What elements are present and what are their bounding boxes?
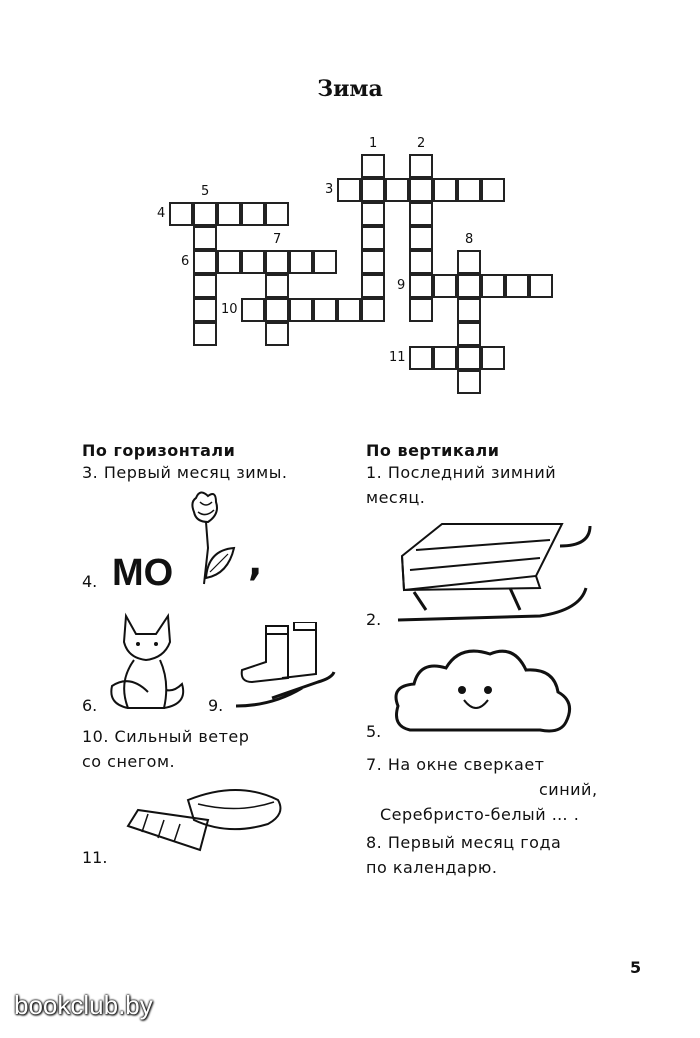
scarf-picture [126, 789, 282, 852]
crossword-cell[interactable] [409, 274, 433, 298]
clue-10-line-2: со снегом. [82, 752, 176, 771]
clue-6-number: 6. [82, 696, 98, 715]
page-title: Зима [317, 76, 383, 102]
down-heading: По вертикали [366, 441, 500, 460]
crossword-cell[interactable] [409, 346, 433, 370]
crossword-cell[interactable] [337, 178, 361, 202]
crossword-cell[interactable] [361, 154, 385, 178]
crossword-cell[interactable] [265, 322, 289, 346]
crossword-cell[interactable] [193, 250, 217, 274]
crossword-cell[interactable] [457, 250, 481, 274]
clue-4-comma: , [248, 540, 263, 584]
clue-2-number: 2. [366, 610, 382, 629]
crossword-cell[interactable] [409, 298, 433, 322]
crossword-cell[interactable] [193, 274, 217, 298]
clue-number-11: 11 [389, 350, 406, 365]
crossword-cell[interactable] [313, 298, 337, 322]
crossword-cell[interactable] [193, 202, 217, 226]
crossword-cell[interactable] [385, 178, 409, 202]
crossword-cell[interactable] [193, 298, 217, 322]
crossword-cell[interactable] [289, 298, 313, 322]
crossword-cell[interactable] [457, 322, 481, 346]
crossword-cell[interactable] [433, 274, 457, 298]
page-number: 5 [630, 958, 642, 977]
crossword-cell[interactable] [433, 346, 457, 370]
crossword-cell[interactable] [409, 178, 433, 202]
crossword-cell[interactable] [361, 202, 385, 226]
clue-4-number: 4. [82, 572, 98, 591]
clue-5-number: 5. [366, 722, 382, 741]
crossword-cell[interactable] [313, 250, 337, 274]
crossword-cell[interactable] [457, 178, 481, 202]
clue-number-4: 4 [157, 206, 166, 221]
crossword-cell[interactable] [361, 250, 385, 274]
crossword-cell[interactable] [481, 274, 505, 298]
crossword-cell[interactable] [457, 298, 481, 322]
clue-number-7: 7 [273, 232, 282, 247]
clue-number-3: 3 [325, 182, 334, 197]
fox-picture [110, 612, 185, 709]
crossword-cell[interactable] [409, 226, 433, 250]
clue-8-line-2: по календарю. [366, 858, 498, 877]
clue-1-line-2: месяц. [366, 488, 426, 507]
clue-8-line-1: 8. Первый месяц года [366, 833, 562, 852]
crossword-cell[interactable] [265, 274, 289, 298]
crossword-cell[interactable] [409, 202, 433, 226]
clue-9-number: 9. [208, 696, 224, 715]
crossword-cell[interactable] [409, 154, 433, 178]
crossword-cell[interactable] [265, 298, 289, 322]
crossword-grid: 1 2 3 4 5 6 7 8 9 10 11 [0, 0, 700, 420]
across-heading: По горизонтали [82, 441, 236, 460]
crossword-cell[interactable] [529, 274, 553, 298]
crossword-cell[interactable] [361, 178, 385, 202]
crossword-cell[interactable] [241, 202, 265, 226]
crossword-cell[interactable] [433, 178, 457, 202]
clue-11-number: 11. [82, 848, 108, 867]
crossword-cell[interactable] [241, 250, 265, 274]
crossword-cell[interactable] [481, 346, 505, 370]
clue-7-line-1: 7. На окне сверкает [366, 755, 545, 774]
crossword-cell[interactable] [409, 250, 433, 274]
crossword-cell[interactable] [265, 202, 289, 226]
crossword-cell[interactable] [457, 274, 481, 298]
crossword-cell[interactable] [505, 274, 529, 298]
crossword-cell[interactable] [193, 226, 217, 250]
crossword-cell[interactable] [289, 250, 313, 274]
sled-picture [397, 523, 592, 622]
crossword-cell[interactable] [481, 178, 505, 202]
clue-number-5: 5 [201, 184, 210, 199]
crossword-cell[interactable] [169, 202, 193, 226]
crossword-cell[interactable] [361, 226, 385, 250]
clue-number-10: 10 [221, 302, 238, 317]
crossword-cell[interactable] [217, 250, 241, 274]
crossword-cell[interactable] [457, 370, 481, 394]
crossword-cell[interactable] [361, 298, 385, 322]
cloud-picture [394, 649, 572, 733]
crossword-cell[interactable] [337, 298, 361, 322]
skates-picture [235, 622, 336, 708]
crossword-cell[interactable] [193, 322, 217, 346]
clue-number-1: 1 [369, 136, 378, 151]
clue-4-letters: МО [112, 552, 174, 594]
crossword-cell[interactable] [361, 274, 385, 298]
crossword-cell[interactable] [265, 250, 289, 274]
crossword-cell[interactable] [457, 346, 481, 370]
clue-number-2: 2 [417, 136, 426, 151]
clue-7-line-3: Серебристо-белый … . [380, 805, 580, 824]
clue-number-8: 8 [465, 232, 474, 247]
clue-3: 3. Первый месяц зимы. [82, 463, 288, 482]
clue-number-9: 9 [397, 278, 406, 293]
crossword-cell[interactable] [217, 202, 241, 226]
rose-picture [191, 491, 236, 585]
clue-7-line-2: синий, [539, 780, 598, 799]
clue-10-line-1: 10. Сильный ветер [82, 727, 250, 746]
clue-1-line-1: 1. Последний зимний [366, 463, 557, 482]
watermark: bookclub.by [14, 990, 153, 1020]
clue-number-6: 6 [181, 254, 190, 269]
crossword-cell[interactable] [241, 298, 265, 322]
